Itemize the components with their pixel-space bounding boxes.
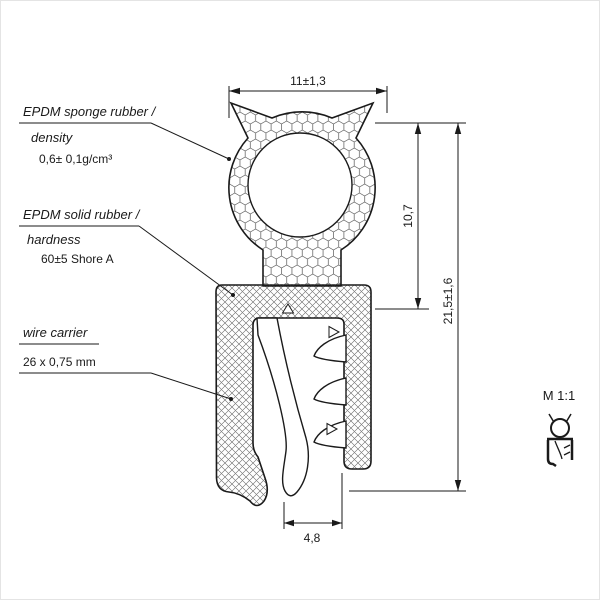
dimension-text-bottom-width: 4,8 [304,531,321,545]
leader-line [138,225,234,296]
label-wire-size: 26 x 0,75 mm [23,355,96,369]
arrowhead-icon [454,480,462,491]
dimension-overall-height: 21,5±1,6 [349,123,466,492]
dimensions: 11±1,3 10,7 21,5±1,6 4,8 [228,74,466,545]
callout-wire-carrier: wire carrier 26 x 0,75 mm [19,325,233,401]
label-solid-hardness: hardness [27,232,81,247]
dimension-text-inner-height: 10,7 [401,204,415,228]
arrowhead-icon [454,123,462,134]
triangle-marker-right-1 [328,325,341,339]
triangle-marker-up [281,303,295,314]
label-wire-title: wire carrier [23,325,88,340]
leader-dot [227,157,231,161]
dimension-top-width: 11±1,3 [228,74,388,118]
sponge-bore [247,132,353,238]
arrowhead-icon [414,123,422,134]
arrowhead-icon [414,298,422,309]
label-sponge-title: EPDM sponge rubber / [23,104,157,119]
callout-sponge-rubber: EPDM sponge rubber / density 0,6± 0,1g/c… [19,104,231,166]
arrowhead-icon [376,87,387,95]
label-sponge-density-value: 0,6± 0,1g/cm³ [39,152,112,166]
callout-solid-rubber: EPDM solid rubber / hardness 60±5 Shore … [19,207,235,297]
leader-line [150,372,232,400]
grip-tooth-2 [313,377,347,406]
profile-cross-section [215,101,376,507]
dimension-text-overall-height: 21,5±1,6 [441,277,455,324]
leader-line [150,122,230,160]
label-solid-hardness-value: 60±5 Shore A [41,252,114,266]
label-sponge-density: density [31,130,74,145]
arrowhead-icon [284,519,294,527]
leader-dot [231,293,235,297]
dimension-text-top-width: 11±1,3 [290,74,326,88]
leader-dot [229,397,233,401]
label-solid-title: EPDM solid rubber / [23,207,141,222]
triangle-marker-right-2 [326,422,339,436]
dimension-bottom-width: 4,8 [283,473,343,545]
callouts: EPDM sponge rubber / density 0,6± 0,1g/c… [19,104,235,401]
arrowhead-icon [229,87,240,95]
dimension-inner-height: 10,7 [375,123,429,310]
arrowhead-icon [332,519,342,527]
solid-rubber-body [215,284,372,507]
tongue-lip [256,317,309,497]
scale-note: M 1:1 [543,388,576,468]
scale-profile-icon [546,413,574,468]
grip-tooth-1 [313,334,347,363]
scale-label: M 1:1 [543,388,576,403]
